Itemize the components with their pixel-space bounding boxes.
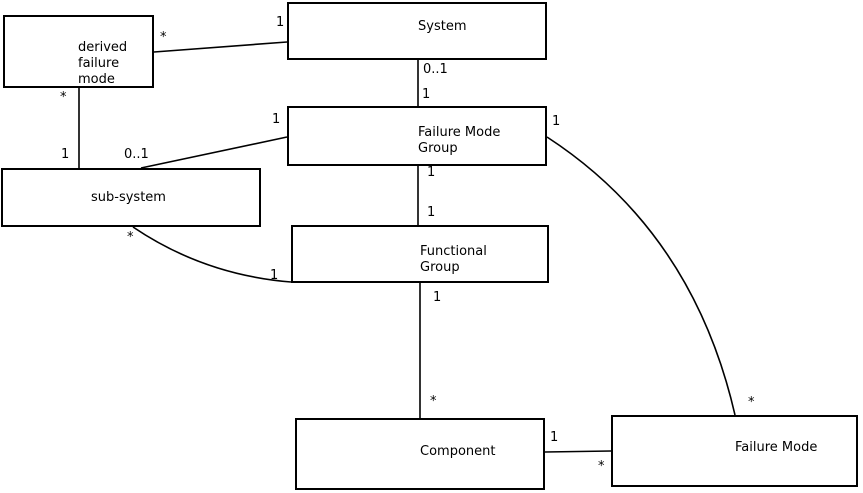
multiplicity-component-top-end: * <box>430 394 437 409</box>
multiplicity-system-end: 1 <box>276 15 285 30</box>
entity-sub-system[interactable]: sub-system <box>1 168 261 227</box>
entity-label-system: System <box>418 19 467 34</box>
entity-functional-group[interactable]: Functional Group <box>291 225 549 283</box>
multiplicity-derived-failure-mode-end: * <box>160 30 167 45</box>
entity-label-failure-mode-group: Failure Mode Group <box>418 125 501 156</box>
relation-failure-mode-group-sub-system[interactable] <box>140 136 288 169</box>
multiplicity-sub-system-diagonal-end: 0..1 <box>124 147 149 162</box>
entity-component[interactable]: Component <box>295 418 545 490</box>
entity-label-failure-mode: Failure Mode <box>735 440 818 455</box>
entity-label-functional-group: Functional Group <box>420 244 487 275</box>
multiplicity-functional-group-left-end: 1 <box>270 268 279 283</box>
entity-failure-mode-group[interactable]: Failure Mode Group <box>287 106 547 166</box>
multiplicity-failure-mode-group-top-end: 1 <box>422 87 431 102</box>
entity-label-component: Component <box>420 444 496 459</box>
multiplicity-failure-mode-group-left-end: 1 <box>272 112 281 127</box>
relation-component-failure-mode[interactable] <box>544 450 612 453</box>
multiplicity-system-bottom-end: 0..1 <box>423 62 448 77</box>
entity-failure-mode[interactable]: Failure Mode <box>611 415 858 487</box>
entity-label-sub-system: sub-system <box>91 190 166 205</box>
entity-system[interactable]: System <box>287 2 547 60</box>
relation-sub-system-functional-group[interactable] <box>132 226 292 283</box>
multiplicity-functional-group-bottom-end: 1 <box>433 290 442 305</box>
multiplicity-sub-system-top-end: 1 <box>61 147 70 162</box>
multiplicity-component-right-end: 1 <box>550 430 559 445</box>
multiplicity-failure-mode-top-end: * <box>748 395 755 410</box>
relation-system-derived-failure-mode[interactable] <box>153 41 288 53</box>
entity-derived-failure-mode[interactable]: derived failure mode <box>3 15 154 88</box>
multiplicity-failure-mode-left-end: * <box>598 459 605 474</box>
multiplicity-functional-group-top-end: 1 <box>427 205 436 220</box>
multiplicity-derived-failure-mode-bottom-end: * <box>60 90 67 105</box>
multiplicity-sub-system-bottom-end: * <box>127 230 134 245</box>
entity-label-derived-failure-mode: derived failure mode <box>78 40 128 87</box>
relation-failure-mode-group-failure-mode[interactable] <box>546 136 736 416</box>
multiplicity-failure-mode-group-bottom-end: 1 <box>427 165 436 180</box>
multiplicity-failure-mode-group-right-end: 1 <box>552 114 561 129</box>
